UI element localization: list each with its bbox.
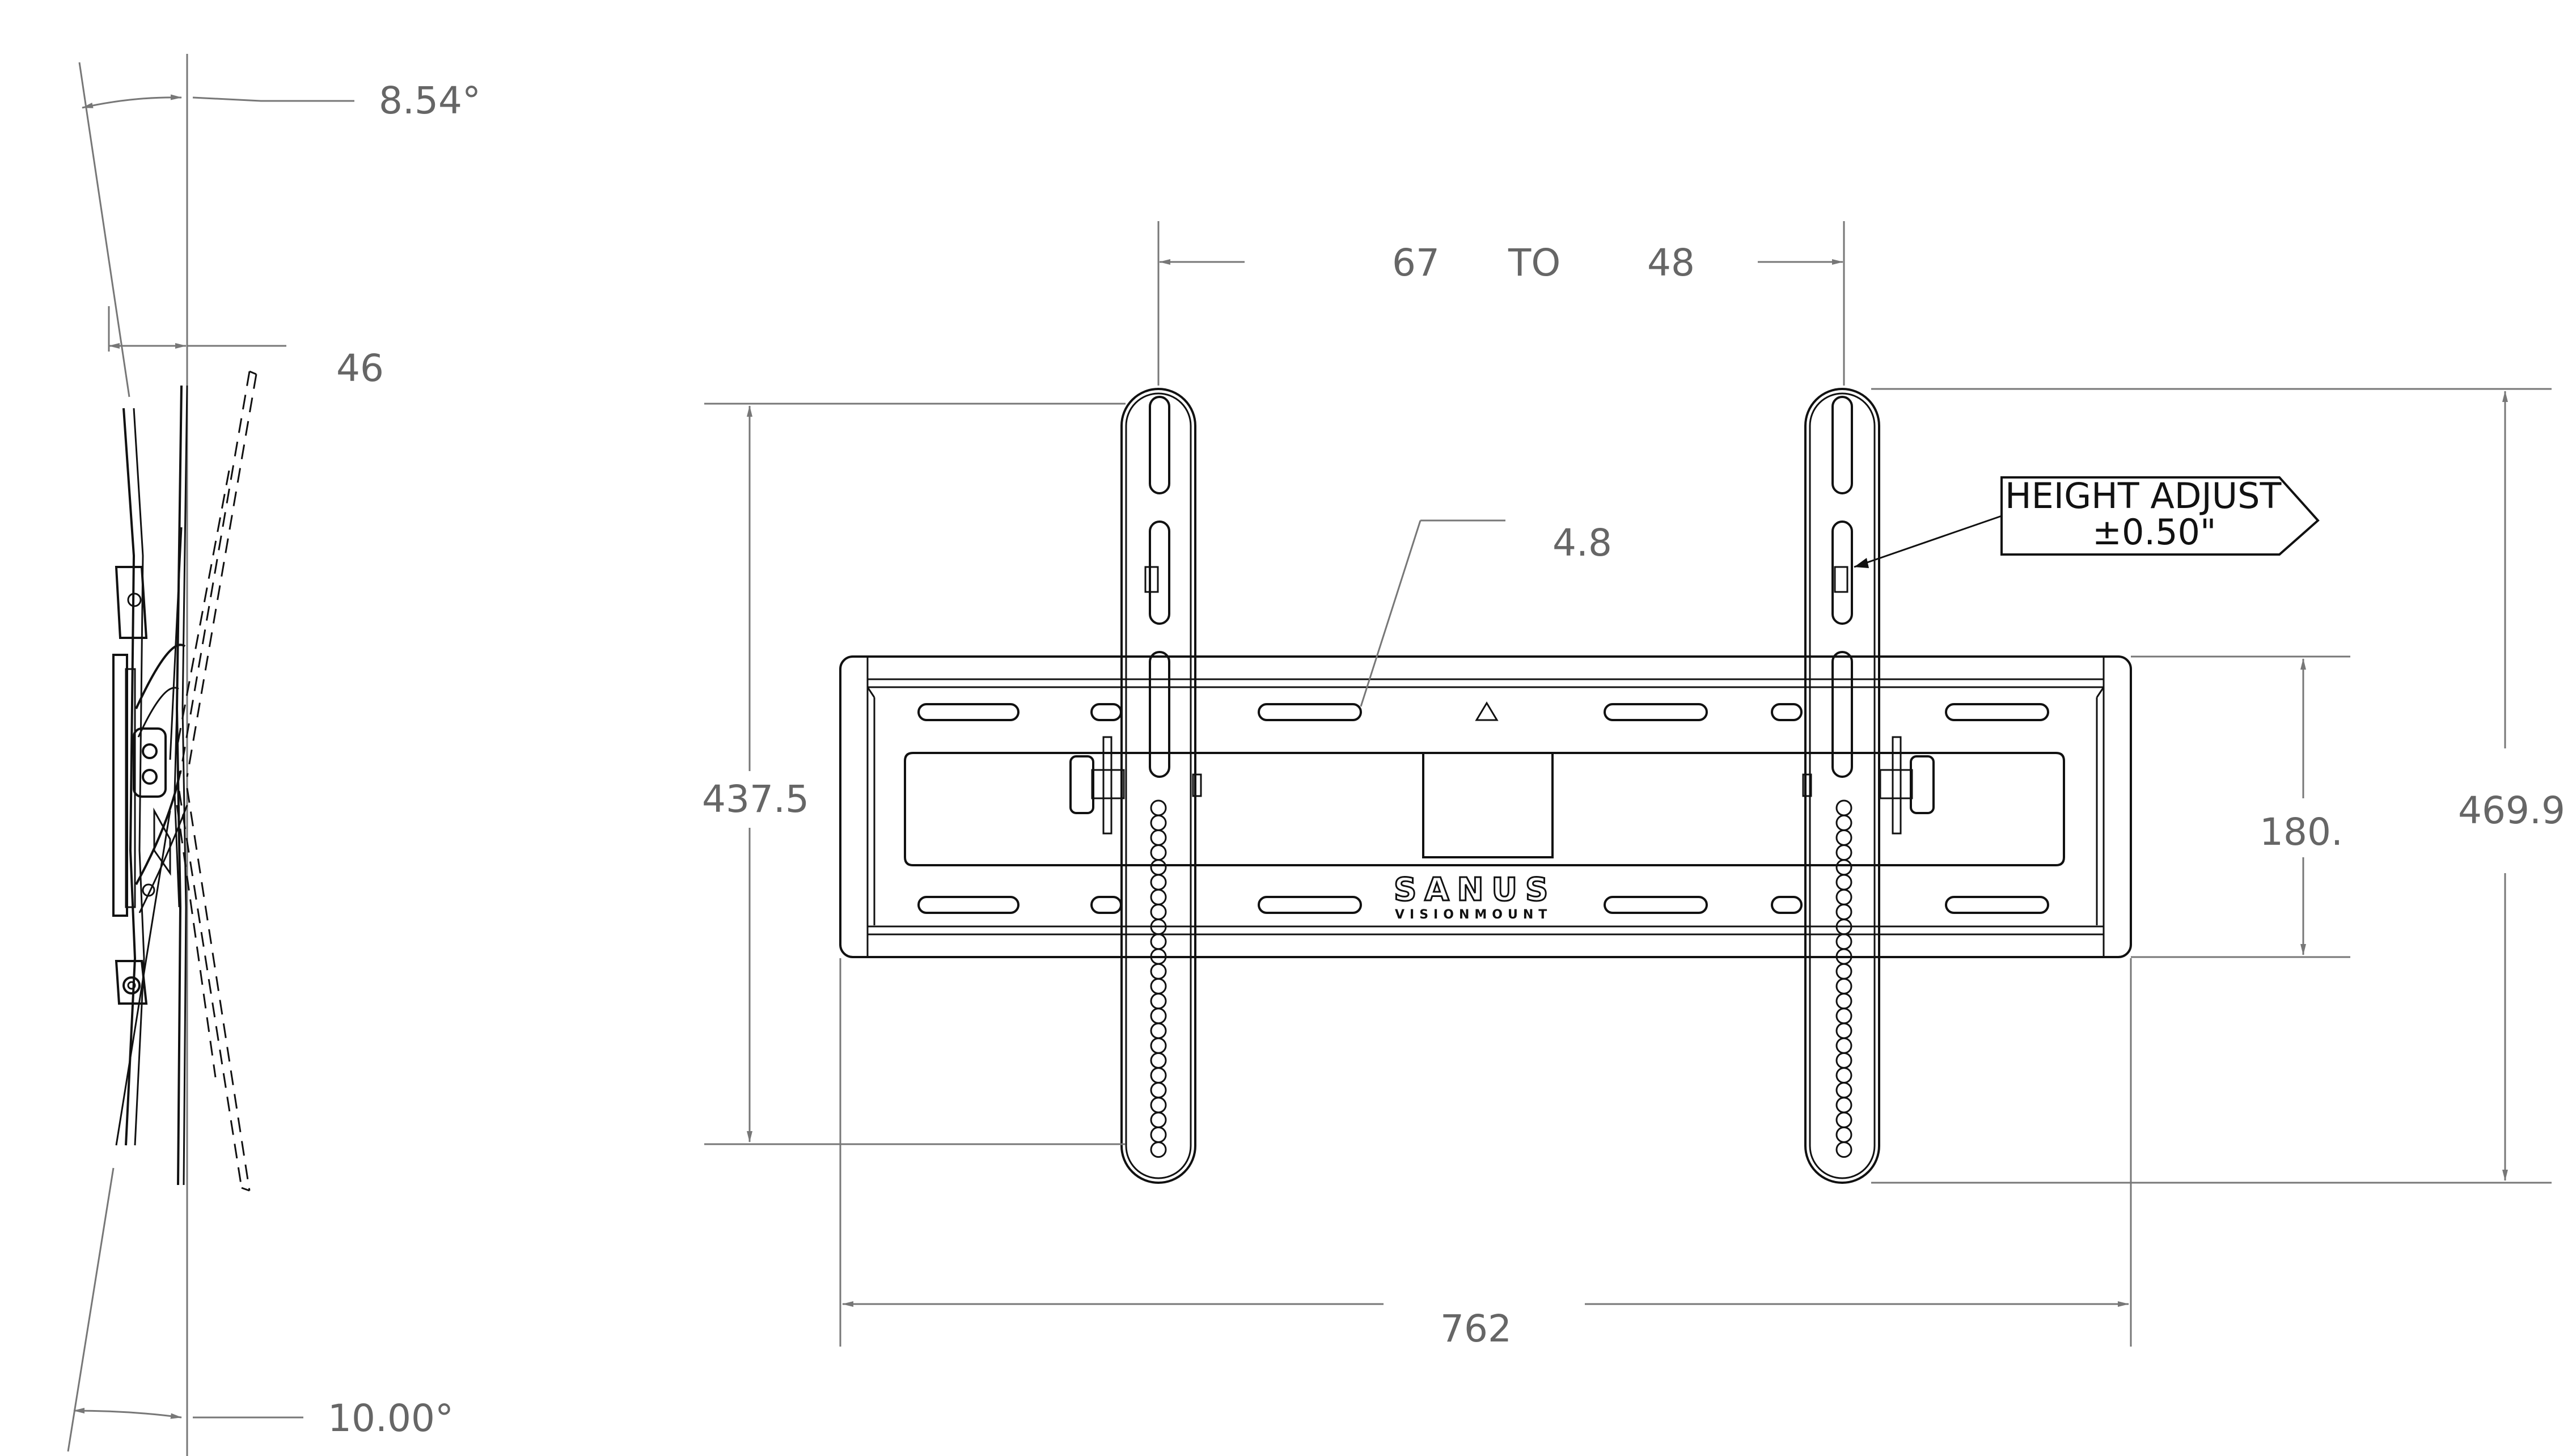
mounting-hole	[1150, 1067, 1167, 1084]
mounting-hole	[1835, 1022, 1852, 1039]
bracket-height-dimension: 437.5	[702, 403, 1126, 1145]
slot-width-label: 4.8	[1552, 521, 1612, 565]
tilt-back-angle-label: 10.00°	[328, 1396, 454, 1440]
stud-spacing-max-label: 48	[1647, 241, 1695, 285]
overall-width-dimension: 762	[839, 958, 2132, 1351]
tilt-back-arc	[73, 1408, 182, 1419]
mounting-hole	[1150, 1082, 1167, 1099]
mounting-hole	[1150, 859, 1167, 876]
mounting-hole	[1150, 1037, 1167, 1054]
mounting-hole	[1835, 1067, 1852, 1084]
mounting-hole	[1835, 1097, 1852, 1114]
mounting-hole	[1150, 903, 1167, 920]
mounting-hole	[1835, 1008, 1852, 1025]
mounting-hole	[1150, 1052, 1167, 1069]
stud-spacing-separator-label: TO	[1508, 241, 1560, 285]
tilt-forward-arc	[82, 94, 182, 109]
tilt-back-extension	[67, 1167, 115, 1452]
mounting-hole	[1150, 993, 1167, 1010]
sanus-logo: SANUS VISIONMOUNT	[1393, 871, 1556, 922]
mounting-hole	[1150, 1126, 1167, 1143]
overall-height-dimension: 469.9	[1871, 388, 2565, 1184]
mounting-hole	[1835, 903, 1852, 920]
mounting-hole	[1150, 888, 1167, 905]
overall-width-label: 762	[1440, 1307, 1512, 1351]
mounting-hole	[1835, 1126, 1852, 1143]
stud-spacing-dimension: 67 TO 48	[1157, 221, 1845, 386]
mounting-hole	[1835, 933, 1852, 950]
height-adjust-callout: HEIGHT ADJUST ±0.50"	[1854, 475, 2320, 568]
mounting-hole	[1835, 1052, 1852, 1069]
left-tv-bracket	[1069, 388, 1202, 1184]
height-adjust-label: HEIGHT ADJUST	[2005, 475, 2282, 517]
tilt-forward-extension	[78, 62, 130, 397]
left-bracket-holes	[1150, 799, 1167, 1158]
mounting-hole	[1835, 977, 1852, 994]
front-wall-plate	[839, 655, 2132, 958]
mounting-hole	[1835, 859, 1852, 876]
mounting-hole	[1150, 874, 1167, 891]
mounting-hole	[1835, 799, 1852, 816]
mounting-hole	[1835, 844, 1852, 861]
side-view: 8.54° 10.00° 46	[67, 54, 481, 1456]
mounting-hole	[1150, 844, 1167, 861]
front-view: SANUS VISIONMOUNT	[702, 221, 2565, 1351]
mounting-hole	[1150, 1022, 1167, 1039]
right-bracket-holes	[1835, 799, 1852, 1158]
mounting-hole	[1835, 888, 1852, 905]
mounting-hole	[1150, 977, 1167, 994]
slot-width-callout: 4.8	[1360, 519, 1612, 707]
side-tilt-phantom	[115, 370, 257, 1192]
mounting-hole	[1835, 814, 1852, 831]
mounting-hole	[1150, 814, 1167, 831]
side-tv-bracket	[174, 385, 188, 1186]
plate-height-dimension: 180.	[2131, 655, 2350, 958]
mounting-hole	[1835, 1082, 1852, 1099]
mounting-hole	[1150, 933, 1167, 950]
right-tv-bracket	[1802, 388, 1935, 1184]
mounting-hole	[1835, 829, 1852, 846]
depth-label: 46	[336, 346, 384, 390]
mounting-hole	[1835, 963, 1852, 980]
mounting-hole	[1835, 1111, 1852, 1128]
side-wall-plate	[112, 408, 148, 1146]
mounting-hole	[1150, 1008, 1167, 1025]
tilt-forward-leader	[192, 96, 354, 102]
mounting-hole	[1150, 829, 1167, 846]
mounting-hole	[1150, 799, 1167, 816]
mounting-hole	[1150, 1141, 1167, 1158]
plate-height-label: 180.	[2260, 810, 2343, 854]
logo-brand: SANUS	[1394, 871, 1556, 908]
tilt-forward-angle-label: 8.54°	[379, 79, 481, 122]
mounting-hole	[1835, 874, 1852, 891]
mounting-hole	[1835, 1037, 1852, 1054]
overall-height-label: 469.9	[2458, 789, 2565, 832]
mounting-hole	[1150, 1097, 1167, 1114]
level-arrow-icon	[1475, 701, 1499, 721]
mounting-hole	[1835, 993, 1852, 1010]
stud-spacing-min-label: 67	[1392, 241, 1440, 285]
mounting-hole	[1150, 963, 1167, 980]
bracket-height-label: 437.5	[702, 777, 809, 821]
mounting-hole	[1150, 1111, 1167, 1128]
height-adjust-value: ±0.50"	[2092, 511, 2216, 553]
logo-sub: VISIONMOUNT	[1395, 908, 1552, 922]
front-plate-slots	[917, 703, 2049, 914]
mounting-hole	[1835, 1141, 1852, 1158]
